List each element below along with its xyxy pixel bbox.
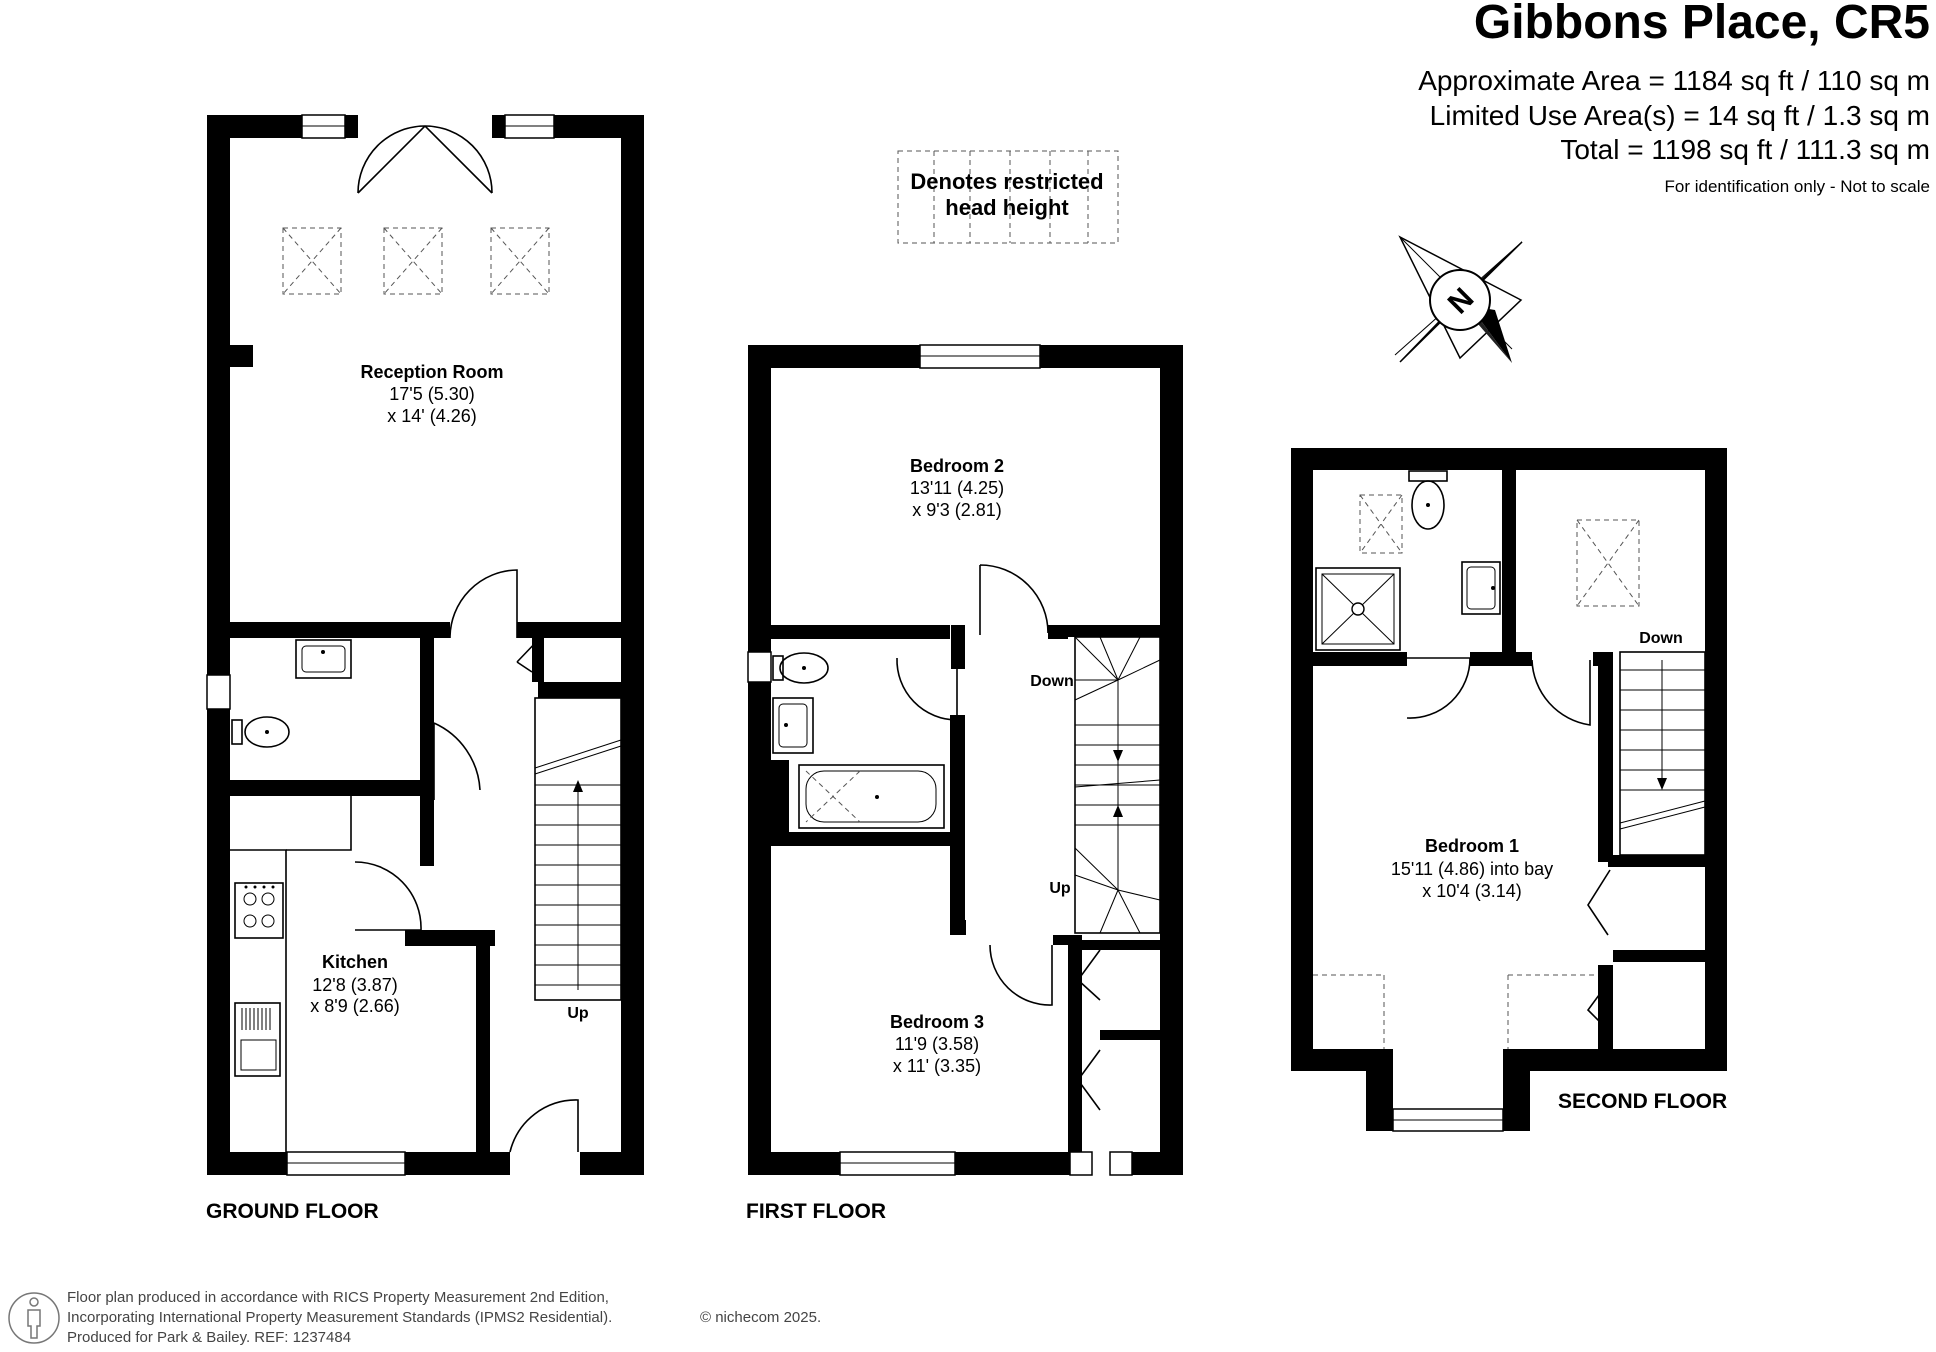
room-dim-kitchen-2: x 8'9 (2.66) [310,996,399,1016]
room-dim-bedroom3-1: 11'9 (3.58) [895,1034,979,1054]
first-stairs-up-label: Up [1049,880,1071,897]
first-floor-label: FIRST FLOOR [746,1200,886,1223]
second-stairs-down-label: Down [1639,630,1683,647]
room-name-reception: Reception Room [360,362,503,382]
footer: Floor plan produced in accordance with R… [8,1289,821,1346]
ground-floor-label: GROUND FLOOR [206,1200,379,1223]
room-dim-bedroom2-2: x 9'3 (2.81) [912,500,1001,520]
room-dim-bedroom1-2: x 10'4 (3.14) [1422,881,1522,901]
room-name-bedroom3: Bedroom 3 [890,1012,984,1032]
first-floor-plan: Bedroom 2 13'11 (4.25) x 9'3 (2.81) Bedr… [746,344,1183,1223]
approx-area: Approximate Area = 1184 sq ft / 110 sq m [1418,65,1930,96]
footer-line-2: Incorporating International Property Mea… [67,1309,612,1326]
room-name-bedroom2: Bedroom 2 [910,456,1004,476]
person-icon [8,1292,60,1344]
second-floor-plan: Bedroom 1 15'11 (4.86) into bay x 10'4 (… [1291,448,1727,1132]
room-dim-bedroom3-2: x 11' (3.35) [893,1056,981,1076]
total-area: Total = 1198 sq ft / 111.3 sq m [1560,134,1930,165]
first-stairs-down-label: Down [1030,673,1074,690]
north-compass-icon: N [1394,235,1523,363]
room-dim-bedroom1-1: 15'11 (4.86) into bay [1391,859,1553,879]
page-title: Gibbons Place, CR5 [1474,0,1930,49]
footer-line-3: Produced for Park & Bailey. REF: 1237484 [67,1329,351,1346]
limited-use-area: Limited Use Area(s) = 14 sq ft / 1.3 sq … [1430,100,1930,131]
room-dim-reception-2: x 14' (4.26) [387,406,476,426]
ground-stairs-up-label: Up [567,1005,589,1022]
footer-line-1: Floor plan produced in accordance with R… [67,1289,609,1306]
footer-copyright: © nichecom 2025. [700,1309,821,1326]
restricted-height-legend: Denotes restricted head height [897,150,1119,244]
second-floor-label: SECOND FLOOR [1558,1090,1727,1113]
room-dim-kitchen-1: 12'8 (3.87) [312,975,398,995]
scale-note: For identification only - Not to scale [1664,177,1930,196]
legend-line-1: Denotes restricted [910,169,1103,194]
room-dim-bedroom2-1: 13'11 (4.25) [910,478,1004,498]
ground-floor-plan: Reception Room 17'5 (5.30) x 14' (4.26) … [206,114,644,1223]
room-dim-reception-1: 17'5 (5.30) [389,384,475,404]
room-name-kitchen: Kitchen [322,952,388,972]
room-name-bedroom1: Bedroom 1 [1425,836,1519,856]
legend-line-2: head height [945,195,1069,220]
